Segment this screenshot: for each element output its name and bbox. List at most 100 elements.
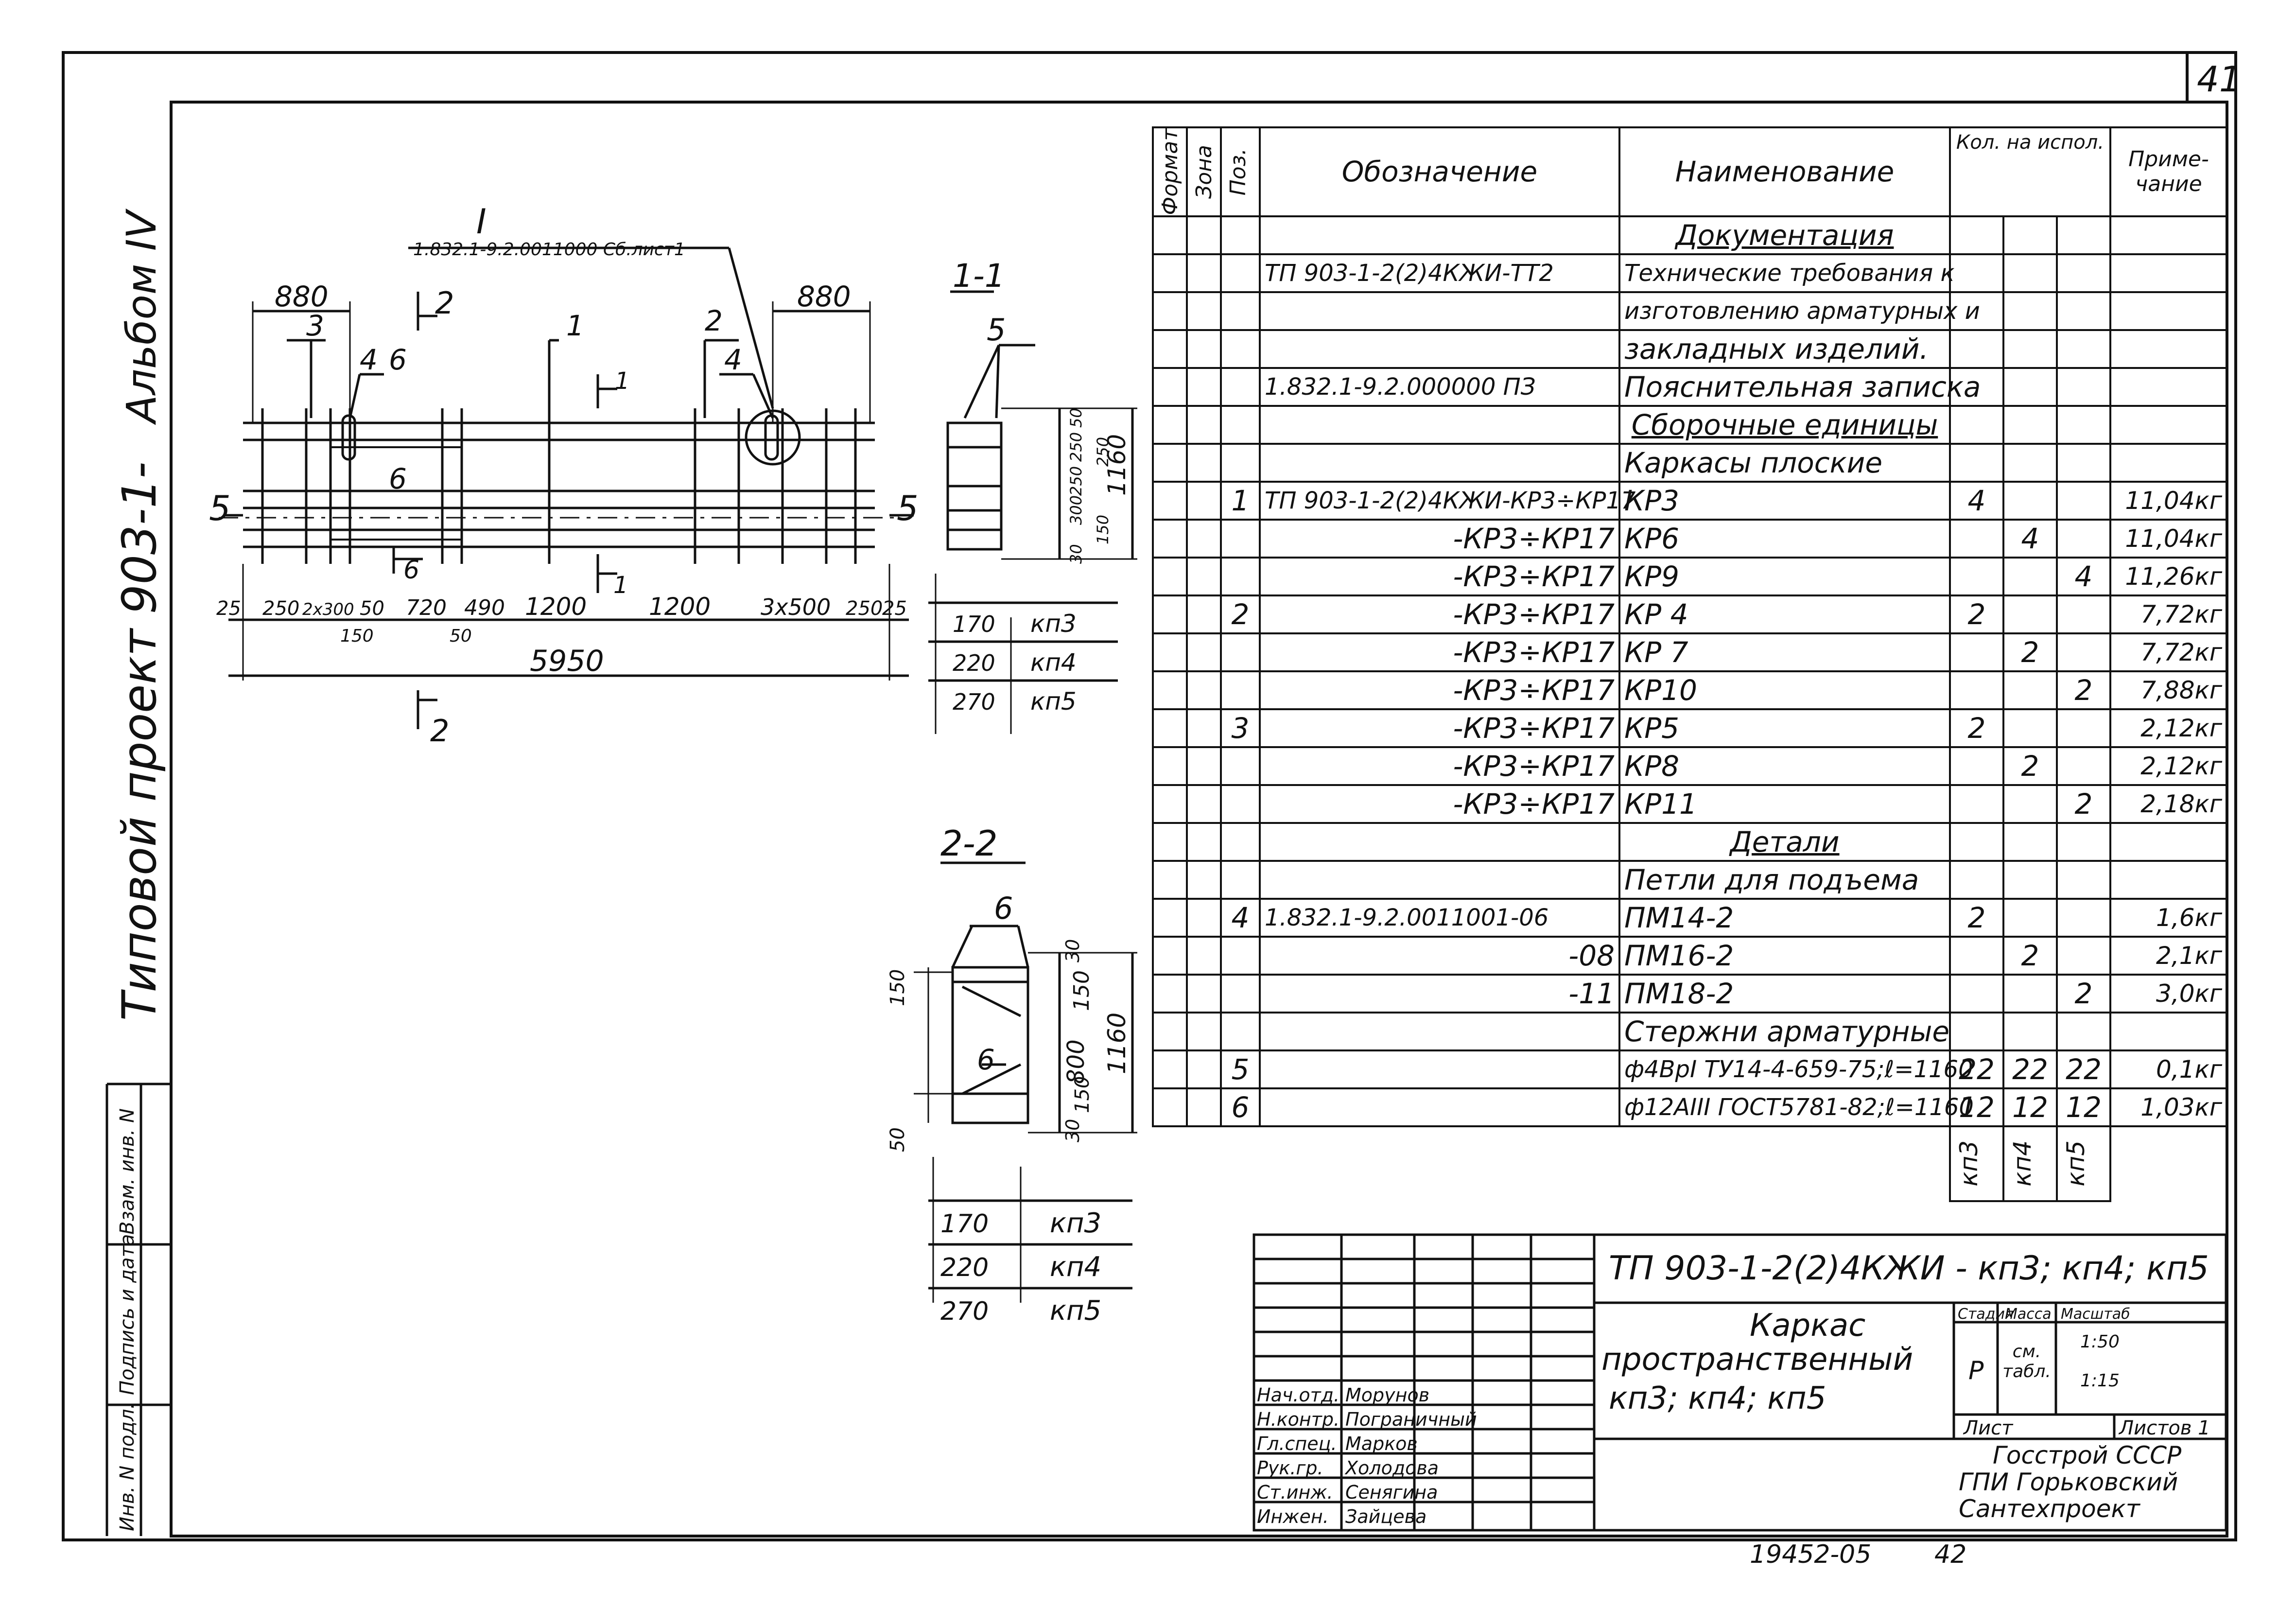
spec-format (1152, 253, 1188, 293)
spec-designation: 1.832.1-9.2.0011001-06 (1259, 897, 1620, 938)
stamp-title-2: пространственный (1601, 1342, 1913, 1378)
spec-pos: 4 (1220, 897, 1261, 938)
spec-name: ф12АIII ГОСТ5781-82;ℓ=1160 (1618, 1087, 1974, 1127)
spec-name: ПМ16-2 (1618, 935, 1951, 976)
spec-format (1152, 859, 1188, 900)
spec-qty-kp4 (2002, 897, 2058, 938)
spec-row: Документация (1152, 215, 2228, 255)
spec-designation (1259, 215, 1620, 255)
spec-pos (1220, 859, 1261, 900)
spec-zone (1186, 935, 1222, 976)
org-3: Сантехпроект (1959, 1495, 2140, 1523)
pos-4a: 4 (360, 343, 378, 376)
spec-designation (1259, 859, 1620, 900)
svg-text:490: 490 (464, 595, 505, 620)
title-block-grid (1252, 1233, 2227, 1532)
spec-name: КР 4 (1618, 594, 1951, 634)
spec-pos (1220, 821, 1261, 862)
spec-qty-kp5 (2056, 594, 2111, 634)
spec-qty-kp3 (1949, 746, 2004, 786)
spec-pos (1220, 784, 1261, 824)
spec-qty-kp5 (2056, 215, 2111, 255)
spec-qty-kp4: 22 (2002, 1049, 2058, 1089)
spec-pos (1220, 253, 1261, 293)
hdr-format: Формат (1152, 126, 1188, 217)
spec-designation: 1.832.1-9.2.000000 ПЗ (1259, 367, 1620, 407)
project-label: Типовой проект 903-1- (112, 462, 167, 1021)
svg-text:250: 250 (1067, 432, 1085, 462)
hdr-note: Приме-чание (2109, 126, 2228, 217)
spec-qty-kp5 (2056, 329, 2111, 369)
spec-qty-kp3 (1949, 518, 2004, 559)
spec-note: 1,03кг (2109, 1087, 2228, 1127)
svg-text:кп3: кп3 (1030, 610, 1077, 638)
spec-qty-kp5 (2056, 367, 2111, 407)
variant-row: кп3 кп4 кп5 (1153, 1125, 2227, 1202)
spec-pos (1220, 632, 1261, 672)
svg-text:220: 220 (940, 1253, 989, 1282)
spec-zone (1186, 329, 1222, 369)
svg-text:170: 170 (940, 1209, 989, 1239)
svg-text:170: 170 (953, 611, 995, 637)
spec-row: Детали (1152, 821, 2228, 862)
pos-6a: 6 (389, 343, 407, 376)
spec-zone (1186, 215, 1222, 255)
pos-6b: 6 (389, 462, 407, 495)
spec-qty-kp4 (2002, 784, 2058, 824)
spec-qty-kp3 (1949, 632, 2004, 672)
spec-note (2109, 253, 2228, 293)
scale-2: 1:15 (2080, 1371, 2120, 1391)
spec-format (1152, 1087, 1188, 1127)
spec-note: 7,72кг (2109, 632, 2228, 672)
spec-zone (1186, 480, 1222, 521)
spec-qty-kp5 (2056, 897, 2111, 938)
spec-qty-kp3: 12 (1949, 1087, 2004, 1127)
spec-pos (1220, 518, 1261, 559)
staff-name: Морунов (1345, 1384, 1430, 1406)
spec-zone (1186, 897, 1222, 938)
outer-frame (62, 51, 2237, 1541)
hdr-designation: Обозначение (1259, 126, 1620, 217)
spec-pos (1220, 442, 1261, 483)
svg-text:кп3: кп3 (1050, 1207, 1101, 1239)
spec-name: КР9 (1618, 556, 1951, 596)
spec-designation: -КР3÷КР17 (1259, 670, 1620, 710)
spec-qty-kp4: 4 (2002, 518, 2058, 559)
spec-format (1152, 708, 1188, 748)
cut-1-bottom: 1 (613, 572, 628, 599)
spec-designation: -КР3÷КР17 (1259, 632, 1620, 672)
svg-text:1200: 1200 (525, 593, 587, 621)
spec-zone (1186, 253, 1222, 293)
spec-note (2109, 291, 2228, 331)
pos-2: 2 (705, 304, 723, 337)
spec-zone (1186, 291, 1222, 331)
svg-text:720: 720 (406, 595, 447, 620)
spec-format (1152, 518, 1188, 559)
spec-qty-kp3 (1949, 859, 2004, 900)
spec-name: Пояснительная записка (1618, 367, 1981, 407)
spec-name: Документация (1618, 215, 1951, 255)
stamp-title-1: Каркас (1750, 1308, 1866, 1344)
spec-qty-kp5 (2056, 480, 2111, 521)
strip-vzam: Взам. инв. N (116, 1108, 139, 1235)
spec-qty-kp4 (2002, 367, 2058, 407)
section-1-1 (928, 290, 1137, 734)
spec-designation: -КР3÷КР17 (1259, 784, 1620, 824)
spec-pos (1220, 404, 1261, 445)
spec-qty-kp5 (2056, 518, 2111, 559)
spec-zone (1186, 632, 1222, 672)
spec-zone (1186, 367, 1222, 407)
spec-format (1152, 746, 1188, 786)
stamp-code: ТП 903-1-2(2)4КЖИ - кп3; кп4; кп5 (1609, 1249, 2209, 1288)
svg-text:250: 250 (1067, 466, 1085, 496)
spec-qty-kp3 (1949, 404, 2004, 445)
spec-zone (1186, 784, 1222, 824)
spec-designation (1259, 1049, 1620, 1089)
